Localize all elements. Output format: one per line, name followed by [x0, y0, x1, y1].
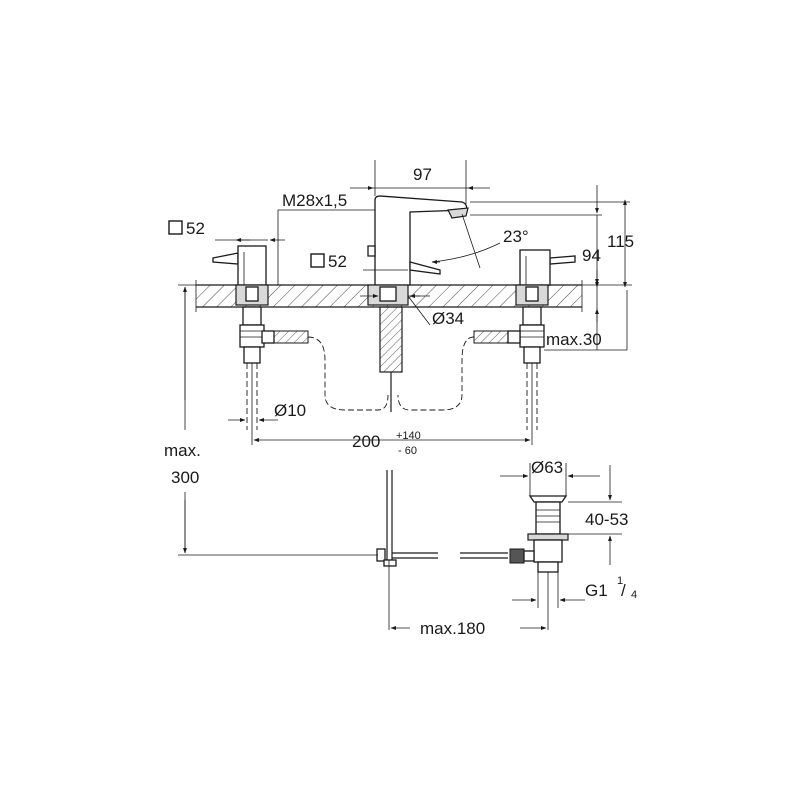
drain-diameter-label: Ø63 — [531, 458, 563, 477]
drain-range-label: 40-53 — [585, 510, 628, 529]
max-height-label-2: 300 — [171, 468, 199, 487]
spout-square-label: 52 — [328, 252, 347, 271]
square-symbol-icon — [310, 253, 325, 268]
pop-up-waste — [509, 495, 569, 630]
drain-rod — [376, 470, 508, 630]
thread-label: M28x1,5 — [282, 191, 347, 210]
hose-diameter-label: Ø10 — [274, 401, 306, 420]
spout — [367, 195, 469, 412]
square-symbol-icon — [168, 220, 183, 235]
spacing-plus-label: +140 — [396, 430, 421, 442]
handle-square-label: 52 — [186, 219, 205, 238]
spacing-minus-label: - 60 — [398, 445, 417, 457]
drain-thread-numerator: 1 — [617, 575, 623, 587]
height-115-label: 115 — [607, 232, 634, 251]
fraction-slash: / — [621, 581, 626, 600]
right-handle — [515, 249, 576, 364]
max-height-label-1: max. — [164, 441, 201, 460]
height-94-label: 94 — [582, 246, 601, 265]
angle-label: 23° — [503, 227, 529, 246]
dimension-labels: 52 M28x1,5 52 97 23° 94 115 Ø34 max.30 Ø… — [164, 165, 637, 638]
spout-width-label: 97 — [413, 165, 432, 184]
max-thickness-label: max.30 — [546, 330, 602, 349]
spacing-label: 200 — [352, 432, 380, 451]
dimension-lines — [178, 160, 632, 630]
drain-reach-label: max.180 — [420, 619, 485, 638]
hole-diameter-label: Ø34 — [432, 309, 464, 328]
left-handle — [212, 245, 269, 364]
drain-thread-denominator: 4 — [631, 589, 637, 601]
hoses — [246, 330, 538, 430]
drain-thread-label: G1 — [585, 581, 608, 600]
